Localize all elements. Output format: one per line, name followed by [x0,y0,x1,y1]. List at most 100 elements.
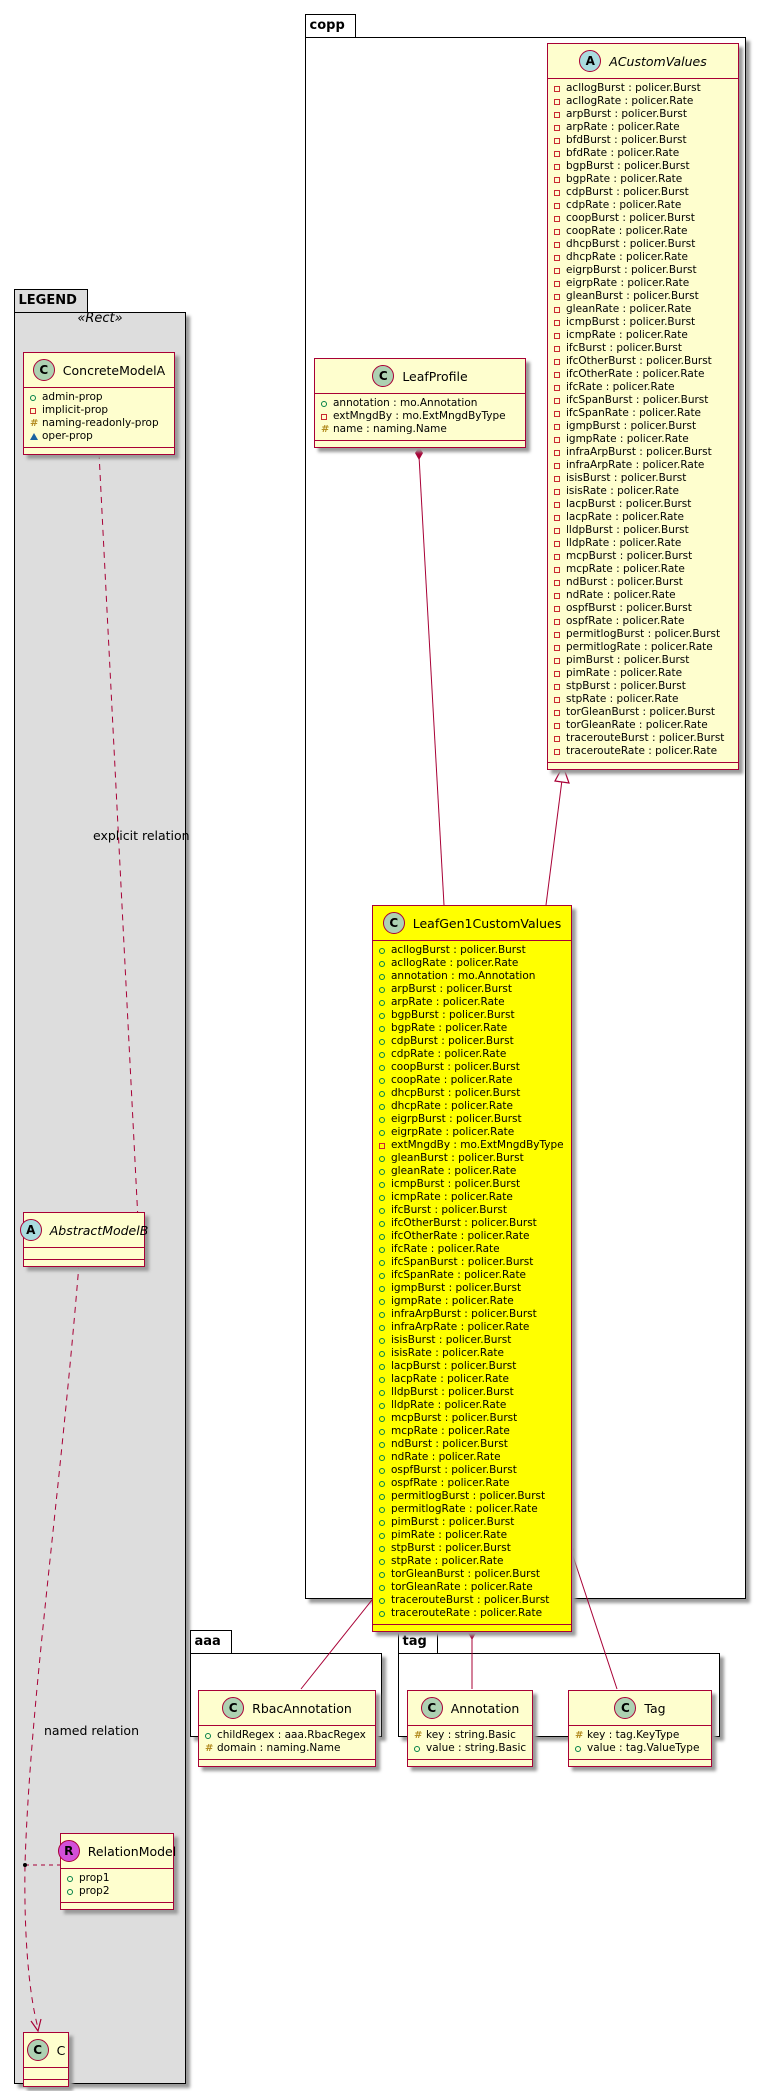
class-a-custom-values-header: A ACustomValues [548,44,738,79]
abstract-spot-icon: A [579,50,602,72]
attribute-text: icmpRate : policer.Rate [391,1191,513,1203]
attribute-row: ndRate : policer.Rate [554,589,732,602]
public-visibility-icon [575,1745,587,1752]
attribute-list [24,1248,144,1260]
private-visibility-icon [554,215,566,222]
class-relation-model-header: R RelationModel [57,1834,176,1869]
class-abstract-model-b[interactable]: A AbstractModelB [19,1212,148,1267]
attribute-text: acllogRate : policer.Rate [391,957,519,969]
public-visibility-icon [379,1194,391,1201]
attribute-row: bfdBurst : policer.Burst [554,134,732,147]
named-relation-arrowhead [30,2018,42,2033]
private-visibility-icon [554,449,566,456]
public-visibility-icon [205,1732,217,1739]
private-visibility-icon [554,527,566,534]
class-c[interactable]: C C [23,2032,69,2087]
attribute-text: tracerouteRate : policer.Rate [566,745,718,757]
private-visibility-icon [554,722,566,729]
attribute-row: pimRate : policer.Rate [379,1529,565,1542]
public-visibility-icon [379,1363,391,1370]
attribute-row: mcpBurst : policer.Burst [379,1412,565,1425]
explicit-relation-line [98,452,140,1241]
private-visibility-icon [554,358,566,365]
public-visibility-icon [379,1220,391,1227]
private-visibility-icon [554,397,566,404]
public-visibility-icon [379,1259,391,1266]
attribute-row: ifcRate : policer.Rate [554,381,732,394]
private-visibility-icon [554,605,566,612]
attribute-text: annotation : mo.Annotation [333,397,478,409]
explicit-relation-label: explicit relation [93,828,190,843]
attribute-text: isisBurst : policer.Burst [566,472,687,484]
package-copp-label: copp [304,14,356,37]
attribute-row: arpRate : policer.Rate [379,996,565,1009]
attribute-row: lldpRate : policer.Rate [554,537,732,550]
attribute-row: ifcSpanBurst : policer.Burst [379,1256,565,1269]
public-visibility-icon [379,1168,391,1175]
attribute-text: arpRate : policer.Rate [391,996,505,1008]
named-relation-line [24,1251,81,2029]
attribute-row: oper-prop [30,430,168,443]
private-visibility-icon [554,124,566,131]
private-visibility-icon [554,228,566,235]
public-visibility-icon [379,1519,391,1526]
attribute-text: ifcRate : policer.Rate [566,381,675,393]
attribute-text: dhcpRate : policer.Rate [391,1100,513,1112]
relation-model-link-dot [23,1863,27,1867]
attribute-row: isisRate : policer.Rate [554,485,732,498]
public-visibility-icon [379,1389,391,1396]
attribute-row: cdpBurst : policer.Burst [379,1035,565,1048]
public-visibility-icon [379,1493,391,1500]
attribute-row: permitlogRate : policer.Rate [554,641,732,654]
attribute-row: tracerouteBurst : policer.Burst [554,732,732,745]
attribute-row: coopBurst : policer.Burst [379,1061,565,1074]
public-visibility-icon [379,999,391,1006]
private-visibility-icon [554,553,566,560]
attribute-text: mcpRate : policer.Rate [391,1425,510,1437]
private-visibility-icon [554,631,566,638]
attribute-text: tracerouteRate : policer.Rate [391,1607,543,1619]
attribute-text: icmpBurst : policer.Burst [566,316,696,328]
attribute-row: acllogBurst : policer.Burst [379,944,565,957]
attribute-row: permitlogBurst : policer.Burst [379,1490,565,1503]
attribute-row: ospfBurst : policer.Burst [554,602,732,615]
public-visibility-icon [379,1467,391,1474]
class-name: LeafProfile [402,368,468,384]
private-visibility-icon [554,280,566,287]
attribute-text: ndRate : policer.Rate [391,1451,501,1463]
attribute-row: dhcpBurst : policer.Burst [379,1087,565,1100]
attribute-row: eigrpRate : policer.Rate [554,277,732,290]
public-visibility-icon [379,947,391,954]
class-leaf-gen1-custom-values[interactable]: C LeafGen1CustomValues acllogBurst : pol… [372,905,572,1632]
class-rbac-annotation[interactable]: C RbacAnnotation childRegex : aaa.RbacRe… [198,1690,376,1767]
attribute-row: igmpRate : policer.Rate [379,1295,565,1308]
public-visibility-icon [379,1415,391,1422]
attribute-row: igmpBurst : policer.Burst [554,420,732,433]
class-annotation-header: C Annotation [408,1691,532,1726]
attribute-row: pimRate : policer.Rate [554,667,732,680]
attribute-row: ndBurst : policer.Burst [554,576,732,589]
attribute-text: oper-prop [42,430,93,442]
public-visibility-icon [379,1532,391,1539]
class-a-custom-values[interactable]: A ACustomValues acllogBurst : policer.Bu… [547,43,739,770]
attribute-text: extMngdBy : mo.ExtMngdByType [333,410,506,422]
attribute-row: cdpRate : policer.Rate [554,199,732,212]
public-visibility-icon [379,1090,391,1097]
attribute-text: naming-readonly-prop [42,417,159,429]
private-visibility-icon [554,98,566,105]
private-visibility-icon [554,332,566,339]
attribute-row: ifcSpanRate : policer.Rate [379,1269,565,1282]
class-name: ConcreteModelA [62,362,166,378]
public-visibility-icon [379,1571,391,1578]
attribute-text: lldpRate : policer.Rate [391,1399,507,1411]
public-visibility-icon [379,1454,391,1461]
attribute-text: domain : naming.Name [217,1742,341,1754]
class-leaf-profile[interactable]: C LeafProfile annotation : mo.Annotation… [314,358,526,448]
attribute-text: cdpBurst : policer.Burst [566,186,689,198]
